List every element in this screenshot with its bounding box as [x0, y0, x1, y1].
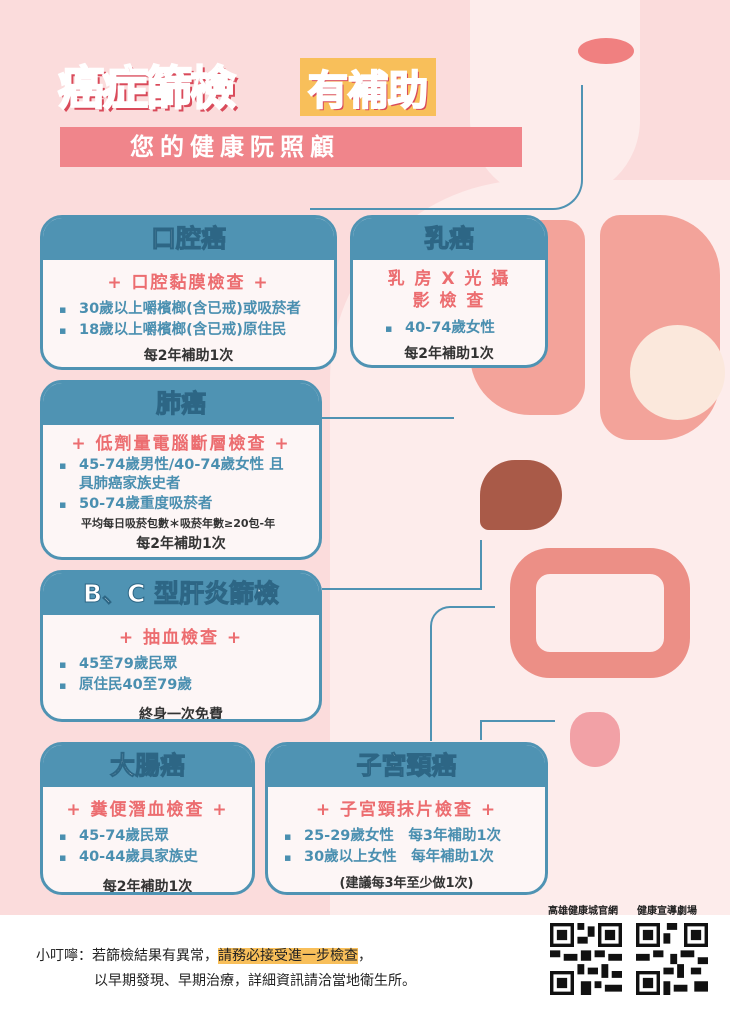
- card-subsidy: 終身一次免費: [139, 707, 223, 722]
- title-accent: 有補助: [300, 58, 436, 116]
- card-oral-cancer: 口腔癌 + 口腔黏膜檢查 + 30歲以上嚼檳榔(含已戒)或吸菸者18歲以上嚼檳榔…: [40, 215, 337, 370]
- connector-uterus: [480, 720, 555, 740]
- subtitle-banner: 您的健康阮照顧: [60, 127, 522, 167]
- connector-lung: [322, 417, 454, 419]
- card-title: 肺癌: [43, 383, 319, 425]
- card-cervical-cancer: 子宮頸癌 + 子宮頸抹片檢查 + 25-29歲女性 每3年補助1次30歲以上女性…: [265, 742, 548, 895]
- card-test: + 糞便潛血檢查 +: [66, 800, 229, 820]
- card-note: 平均每日吸菸包數＊吸菸年數≥20包-年: [81, 517, 276, 530]
- connector-intestine: [430, 606, 495, 741]
- list-item: 30歲以上嚼檳榔(含已戒)或吸菸者: [57, 299, 334, 320]
- breast-illustration: [630, 325, 725, 420]
- mouth-illustration: [578, 38, 634, 64]
- uterus-illustration: [570, 712, 620, 767]
- card-lung-cancer: 肺癌 + 低劑量電腦斷層檢查 + 45-74歲男性/40-74歲女性 且具肺癌家…: [40, 380, 322, 560]
- title-main: 癌症篩檢: [57, 60, 237, 116]
- card-title: 大腸癌: [43, 745, 252, 787]
- card-subsidy: (建議每3年至少做1次): [339, 876, 474, 891]
- list-item: 原住民40至79歲: [57, 675, 319, 696]
- reminder-prefix: 小叮嚀：若篩檢結果有異常，: [36, 948, 218, 964]
- reminder-suffix: ，: [358, 948, 372, 964]
- card-test: + 子宮頸抹片檢查 +: [315, 800, 498, 820]
- list-item: 45-74歲民眾: [57, 826, 252, 847]
- list-item: 45至79歲民眾: [57, 654, 319, 675]
- card-colorectal-cancer: 大腸癌 + 糞便潛血檢查 + 45-74歲民眾40-44歲具家族史 每2年補助1…: [40, 742, 255, 895]
- reminder-line2: 以早期發現、早期治療，詳細資訊請洽當地衛生所。: [94, 973, 416, 989]
- connector-mouth: [310, 85, 583, 210]
- liver-illustration: [480, 460, 562, 530]
- footer-reminder: 小叮嚀：若篩檢結果有異常，請務必接受進一步檢查， 以早期發現、早期治療，詳細資訊…: [36, 944, 416, 994]
- card-test: + 抽血檢查 +: [118, 628, 244, 648]
- card-title: 子宮頸癌: [268, 745, 545, 787]
- list-item: 18歲以上嚼檳榔(含已戒)原住民: [57, 320, 334, 341]
- reminder-highlight: 請務必接受進一步檢查: [218, 948, 358, 964]
- card-subsidy: 每2年補助1次: [404, 346, 494, 362]
- list-item: 40-44歲具家族史: [57, 847, 252, 868]
- intestine-illustration: [510, 548, 690, 678]
- list-item: 45-74歲男性/40-74歲女性 且具肺癌家族史者: [57, 456, 319, 494]
- card-title: 乳癌: [353, 218, 545, 260]
- connector-liver: [322, 540, 482, 590]
- card-subsidy: 每2年補助1次: [136, 536, 226, 552]
- list-item: 30歲以上女性 每年補助1次: [282, 847, 545, 868]
- card-test: + 口腔黏膜檢查 +: [107, 273, 270, 293]
- qr-code-health-theater[interactable]: [636, 922, 708, 996]
- qr-label: 高雄健康城官網: [548, 906, 618, 917]
- qr-code-health-city[interactable]: [550, 922, 622, 996]
- card-test: + 低劑量電腦斷層檢查 +: [71, 434, 291, 454]
- card-hepatitis: B、C 型肝炎篩檢 + 抽血檢查 + 45至79歲民眾原住民40至79歲 終身一…: [40, 570, 322, 722]
- card-breast-cancer: 乳癌 乳 房 X 光 攝 影 檢 查 40-74歲女性 每2年補助1次: [350, 215, 548, 368]
- list-item: 25-29歲女性 每3年補助1次: [282, 826, 545, 847]
- card-title: 口腔癌: [43, 218, 334, 260]
- card-test: 乳 房 X 光 攝 影 檢 查: [387, 269, 511, 311]
- qr-label: 健康宣導劇場: [637, 906, 697, 917]
- list-item: 50-74歲重度吸菸者: [57, 494, 319, 515]
- card-subsidy: 每2年補助1次: [102, 879, 193, 895]
- card-subsidy: 每2年補助1次: [143, 348, 234, 364]
- card-title: B、C 型肝炎篩檢: [43, 573, 319, 615]
- list-item: 40-74歲女性: [383, 318, 545, 339]
